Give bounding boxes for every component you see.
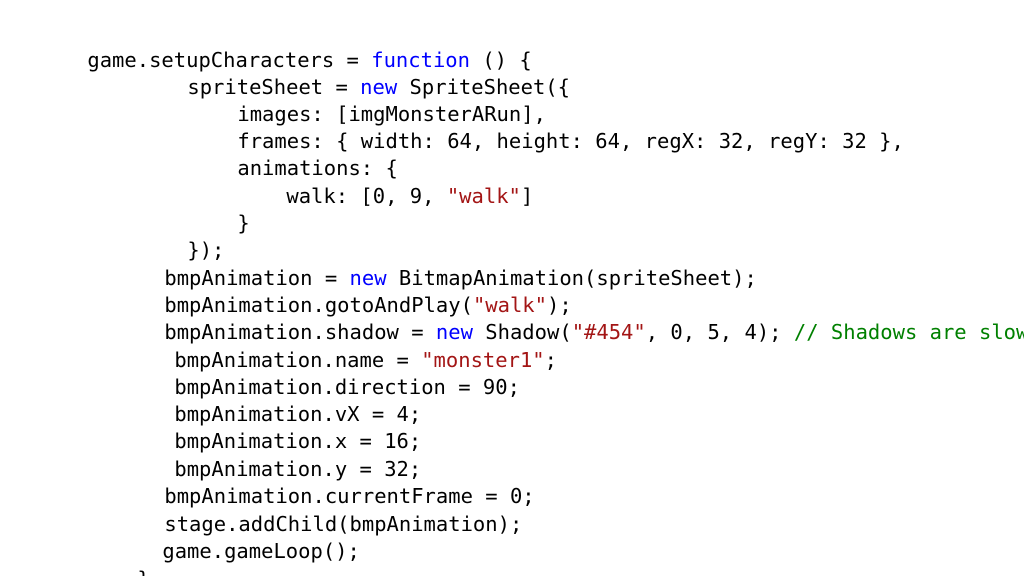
code-line: bmpAnimation.y = 32;: [125, 429, 421, 481]
code-token: new: [360, 75, 398, 99]
code-token: bmpAnimation.direction = 90;: [174, 375, 520, 399]
code-token: frames: { width: 64, height: 64, regX: 3…: [237, 129, 904, 153]
code-line: });: [138, 210, 224, 262]
code-line: }: [188, 183, 249, 235]
code-token: bmpAnimation.name =: [174, 348, 422, 372]
code-token: bmpAnimation.y = 32;: [174, 457, 422, 481]
code-token: });: [187, 238, 225, 262]
code-line: images: [imgMonsterARun],: [188, 74, 546, 126]
code-token: () {: [470, 48, 532, 72]
code-token: new: [349, 266, 387, 290]
code-line: bmpAnimation.name = "monster1";: [125, 320, 557, 372]
code-token: new: [435, 320, 473, 344]
code-token: bmpAnimation.shadow =: [164, 320, 436, 344]
code-token: }: [237, 211, 250, 235]
code-token: );: [547, 293, 572, 317]
code-line: }: [88, 539, 149, 576]
code-line: bmpAnimation.currentFrame = 0;: [115, 456, 534, 508]
code-line: bmpAnimation.gotoAndPlay("walk");: [115, 265, 571, 317]
code-token: bmpAnimation.vX = 4;: [174, 402, 422, 426]
code-line: game.gameLoop();: [113, 511, 359, 563]
code-token: bmpAnimation =: [164, 266, 350, 290]
code-line: bmpAnimation.shadow = new Shadow("#454",…: [115, 292, 1024, 344]
code-token: "monster1": [421, 348, 545, 372]
code-token: bmpAnimation.x = 16;: [174, 429, 422, 453]
code-token: bmpAnimation.currentFrame = 0;: [164, 484, 535, 508]
code-line: spriteSheet = new SpriteSheet({: [138, 47, 570, 99]
code-token: "#454": [571, 320, 646, 344]
code-token: spriteSheet =: [187, 75, 361, 99]
code-token: game.setupCharacters =: [87, 48, 372, 72]
code-line: bmpAnimation.x = 16;: [125, 401, 421, 453]
code-token: "walk": [446, 184, 521, 208]
code-token: bmpAnimation.gotoAndPlay(: [164, 293, 473, 317]
code-token: stage.addChild(bmpAnimation);: [164, 512, 523, 536]
code-token: ]: [520, 184, 534, 208]
code-line: walk: [0, 9, "walk"]: [237, 156, 533, 208]
code-comment: // Shadows are slow: [793, 320, 1024, 344]
code-token: BitmapAnimation(spriteSheet);: [386, 266, 757, 290]
code-token: SpriteSheet({: [397, 75, 570, 99]
code-token: Shadow(: [472, 320, 572, 344]
code-line: bmpAnimation.direction = 90;: [125, 347, 520, 399]
code-token: ;: [544, 348, 557, 372]
code-token: walk: [0, 9,: [286, 184, 447, 208]
code-token: function: [371, 48, 470, 72]
code-line: bmpAnimation = new BitmapAnimation(sprit…: [115, 238, 756, 290]
code-line: animations: {: [188, 128, 397, 180]
code-token: game.gameLoop();: [162, 539, 360, 563]
code-line: stage.addChild(bmpAnimation);: [115, 484, 522, 536]
code-token: animations: {: [237, 156, 398, 180]
code-line: bmpAnimation.vX = 4;: [125, 374, 421, 426]
code-token: }: [137, 567, 149, 576]
code-line: frames: { width: 64, height: 64, regX: 3…: [188, 101, 903, 153]
code-token: "walk": [472, 293, 547, 317]
code-token: images: [imgMonsterARun],: [237, 102, 546, 126]
code-token: , 0, 5, 4);: [645, 320, 794, 344]
code-line: game.setupCharacters = function () {: [38, 20, 531, 72]
